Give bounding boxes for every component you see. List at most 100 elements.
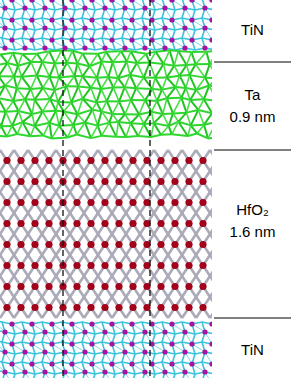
atom-bond: [43, 99, 51, 111]
atom: [129, 199, 136, 206]
atom: [73, 262, 80, 269]
atom-bond: [210, 171, 212, 182]
atom-bond: [14, 77, 17, 89]
atom: [73, 157, 80, 164]
atom-bond: [130, 63, 137, 75]
atom-bond: [131, 99, 145, 101]
atom-bond: [56, 102, 58, 111]
atom-bond: [180, 65, 187, 76]
atom-bond: [210, 64, 212, 78]
atom-bond: [108, 77, 113, 87]
atom-bond: [18, 99, 25, 111]
atom: [31, 157, 38, 164]
atom: [162, 329, 167, 334]
atom: [3, 241, 10, 248]
atom: [142, 5, 147, 10]
atom: [87, 304, 94, 311]
atom: [42, 45, 47, 50]
atom: [69, 321, 74, 326]
atom-bond: [52, 136, 68, 139]
atom: [102, 45, 107, 50]
atom-bond: [52, 126, 59, 139]
atom-bond: [67, 85, 78, 87]
atom-bond: [43, 123, 49, 136]
atom-bond: [154, 114, 163, 123]
atom-bond: [131, 51, 146, 54]
atom-bond: [101, 87, 113, 89]
atom-bond: [198, 99, 204, 110]
atom: [171, 178, 178, 185]
atom-bond: [210, 161, 212, 172]
atom-bond: [31, 89, 35, 100]
atom-bond: [12, 374, 15, 378]
atom: [115, 262, 122, 269]
atom-bond: [18, 66, 21, 77]
atom-bond: [172, 134, 188, 136]
atom-bond: [1, 126, 7, 136]
atom: [82, 329, 87, 334]
atom-bond: [22, 53, 37, 55]
atom-bond: [31, 62, 37, 75]
atom-bond: [191, 110, 199, 125]
atom-bond: [112, 374, 115, 378]
atom: [157, 220, 164, 227]
atom-bond: [97, 78, 101, 89]
layer-label: TiN: [214, 21, 291, 39]
atom-bond: [0, 51, 1, 54]
atom: [162, 349, 167, 354]
atom: [109, 341, 114, 346]
atom: [109, 37, 114, 42]
atom: [49, 0, 54, 3]
atom-bond: [197, 125, 204, 134]
atom-bond: [169, 126, 172, 134]
atom-bond: [102, 123, 110, 136]
atom-bond: [74, 64, 77, 76]
atom-bond: [42, 51, 49, 62]
atom: [169, 0, 174, 3]
atom-bond: [49, 123, 51, 139]
atom-bond: [32, 374, 35, 378]
atom-bond: [131, 114, 139, 123]
atom-bond: [192, 374, 195, 378]
atom-bond: [161, 133, 172, 135]
atom-bond: [61, 50, 67, 62]
atom-bond: [113, 61, 127, 64]
atom: [29, 341, 34, 346]
atom: [89, 341, 94, 346]
atom: [82, 5, 87, 10]
atom-bond: [49, 123, 59, 126]
atom: [142, 25, 147, 30]
atom-bond: [85, 122, 91, 138]
atom: [199, 241, 206, 248]
atom: [129, 178, 136, 185]
atom: [29, 17, 34, 22]
layer-label: TiN: [214, 341, 291, 359]
atom-bond: [35, 88, 43, 100]
atom-bond: [162, 78, 167, 90]
atom-bond: [176, 76, 180, 87]
atom: [115, 178, 122, 185]
atom-bond: [37, 62, 43, 76]
atom-bond: [97, 62, 102, 78]
atom-bond: [191, 51, 206, 53]
atom-bond: [151, 135, 161, 137]
atom-bond: [49, 49, 61, 52]
atom-bond: [0, 98, 13, 101]
atom-bond: [35, 98, 51, 101]
atom: [22, 329, 27, 334]
atom-bond: [186, 100, 190, 113]
atom-bond: [85, 110, 92, 123]
atom-bond: [0, 126, 1, 135]
atom-bond: [190, 100, 198, 110]
atom-bond: [173, 98, 181, 114]
atom: [3, 283, 10, 290]
atom-bond: [125, 100, 131, 114]
atom: [29, 361, 34, 366]
atom: [22, 369, 27, 374]
atom: [31, 220, 38, 227]
atom-bond: [155, 77, 167, 79]
atom-bond: [156, 52, 164, 64]
atom: [17, 178, 24, 185]
atom: [73, 178, 80, 185]
atom: [31, 178, 38, 185]
